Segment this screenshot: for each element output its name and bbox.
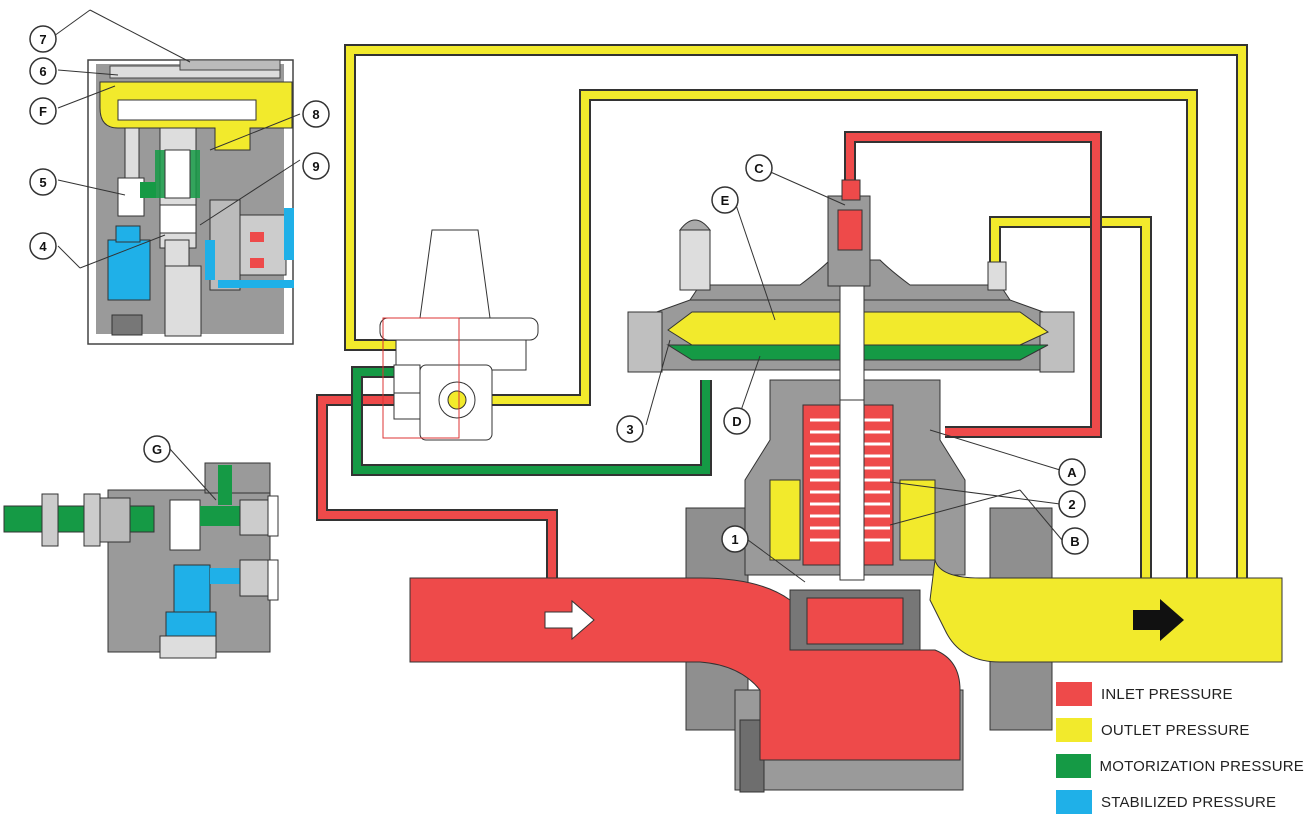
legend-label-outlet: OUTLET PRESSURE [1101, 722, 1250, 739]
callout-G: G [152, 442, 162, 457]
legend-label-inlet: INLET PRESSURE [1101, 686, 1233, 703]
legend-label-motorization: MOTORIZATION PRESSURE [1100, 758, 1304, 775]
legend-item-inlet: INLET PRESSURE [1056, 676, 1304, 712]
legend-item-stabilized: STABILIZED PRESSURE [1056, 784, 1304, 820]
legend-label-stabilized: STABILIZED PRESSURE [1101, 794, 1276, 811]
legend-swatch-outlet [1056, 718, 1092, 742]
pilot-detail [88, 60, 294, 344]
callout-A: A [1067, 465, 1077, 480]
legend-item-outlet: OUTLET PRESSURE [1056, 712, 1304, 748]
legend-swatch-motorization [1056, 754, 1091, 778]
auxiliary-detail [4, 463, 278, 658]
callout-E: E [721, 193, 730, 208]
callout-4: 4 [39, 239, 47, 254]
callout-1: 1 [731, 532, 738, 547]
callout-9: 9 [312, 159, 319, 174]
callout-6: 6 [39, 64, 46, 79]
callout-3: 3 [626, 422, 633, 437]
callout-7: 7 [39, 32, 46, 47]
legend: INLET PRESSURE OUTLET PRESSURE MOTORIZAT… [1056, 676, 1304, 820]
callout-F: F [39, 104, 47, 119]
legend-swatch-inlet [1056, 682, 1092, 706]
callout-C: C [754, 161, 764, 176]
legend-item-motorization: MOTORIZATION PRESSURE [1056, 748, 1304, 784]
legend-swatch-stabilized [1056, 790, 1092, 814]
callout-5: 5 [39, 175, 46, 190]
mounted-pilot [380, 230, 538, 440]
callout-B: B [1070, 534, 1079, 549]
callout-8: 8 [312, 107, 319, 122]
callout-2: 2 [1068, 497, 1075, 512]
callout-D: D [732, 414, 741, 429]
